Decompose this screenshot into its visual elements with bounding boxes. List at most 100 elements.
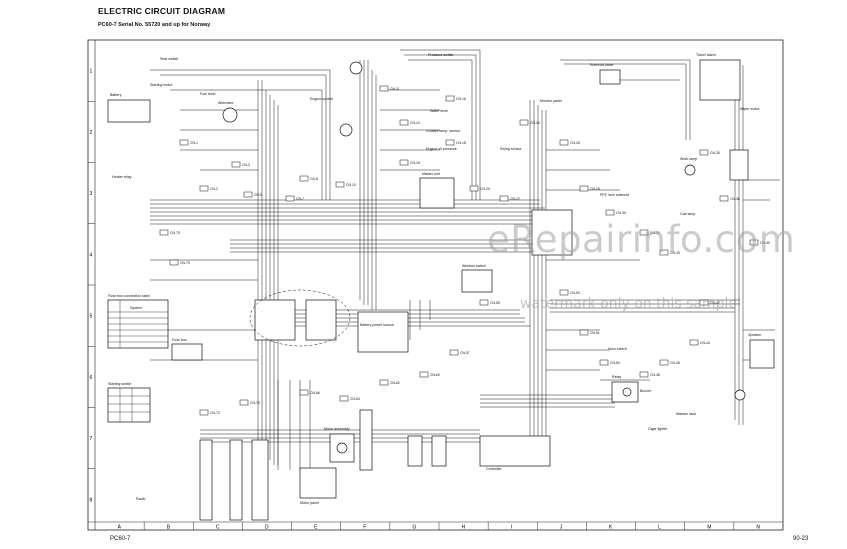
connector-label: CN-79: [170, 231, 180, 235]
battery-box: [107, 99, 151, 123]
grid-row-label: 6: [90, 375, 93, 381]
connector-symbol: [699, 299, 709, 306]
gauge-symbol: [339, 123, 353, 137]
grid-column-label: N: [756, 525, 760, 531]
connector-label: CN-28: [590, 187, 600, 191]
connector-label: CN-10: [346, 183, 356, 187]
connector-symbol: [335, 181, 345, 188]
grid-column-label: H: [462, 525, 466, 531]
harness-block-left: [254, 299, 296, 341]
label-battery: Battery: [110, 93, 122, 97]
grid-column-label: D: [265, 525, 269, 531]
label-radio: Radio: [136, 497, 145, 501]
battery-power-source-box: [357, 311, 409, 353]
connector-symbol: [449, 349, 459, 356]
label-engine-control: Engine control: [310, 97, 333, 101]
connector-symbol: [749, 239, 759, 246]
connector-symbol: [519, 119, 529, 126]
harness-upper: [150, 199, 555, 225]
label-window-switch: Window switch: [462, 264, 486, 268]
connector-label: CN-38: [730, 197, 740, 201]
grid-column-label: B: [167, 525, 171, 531]
connector-label: CN-2: [210, 187, 218, 191]
master-unit-box: [419, 177, 455, 209]
connector-symbol: [559, 289, 569, 296]
connector-symbol: [379, 379, 389, 386]
fuse-box-block: [171, 343, 203, 361]
label-fuel-level: Fuel level: [200, 92, 216, 96]
alternator-symbol: [222, 107, 238, 123]
component-right-lower: [749, 339, 775, 369]
label-monitor-panel: Monitor panel: [540, 99, 562, 103]
grid-column-label: A: [118, 525, 122, 531]
connector-label: CN-7: [296, 197, 304, 201]
label-work-lamp: Work lamp: [680, 157, 697, 161]
harness-branch-c: [546, 149, 640, 261]
connector-label: CN-13: [410, 121, 420, 125]
label-fuse-table-title: Fuse box connection table: [108, 294, 150, 298]
harness-top-center: [400, 49, 481, 200]
grid-column-label: I: [511, 525, 512, 531]
label-cigar-lighter: Cigar lighter: [648, 427, 668, 431]
motor-panel-box: [299, 467, 337, 499]
label-oil-pressure: Engine oil pressure: [426, 147, 457, 151]
label-motor-assembly: Motor assembly: [324, 427, 350, 431]
connector-label: CN-51: [590, 331, 600, 335]
connector-label: CN-22: [510, 197, 520, 201]
connector-symbol: [639, 371, 649, 378]
connector-symbol: [169, 259, 179, 266]
component-right-mid: [729, 149, 749, 181]
connector-markers: CN-1CN-2CN-3CN-5CN-7CN-8CN-10CN-11CN-13C…: [159, 85, 770, 416]
connector-symbol: [399, 119, 409, 126]
connector-label: CN-66: [310, 391, 320, 395]
harness-upper-2: [230, 239, 540, 253]
grid-column-label: E: [314, 525, 318, 531]
fuse-table-grid: [108, 300, 168, 348]
grid-row-label: 8: [90, 497, 93, 503]
connector-symbol: [243, 191, 253, 198]
controller-box: [479, 435, 551, 467]
vertical-module-6: [431, 435, 447, 467]
connector-symbol: [699, 149, 709, 156]
label-horn-switch: Horn switch: [608, 347, 627, 351]
harness-branch-e: [743, 179, 780, 361]
footer-model: PC60-7: [110, 536, 131, 542]
connector-symbol: [559, 139, 569, 146]
label-swing-sensor: Swing sensor: [500, 147, 522, 151]
harness-trunk-center: [359, 60, 377, 310]
grid-column-label: F: [363, 525, 366, 531]
harness-trunk-right-2: [734, 60, 744, 425]
grid-row-label: 3: [90, 191, 93, 197]
connector-group-outline: [249, 289, 351, 347]
harness-trunk-right: [529, 100, 547, 460]
connector-label: CN-70: [250, 401, 260, 405]
connector-symbol: [299, 389, 309, 396]
grid-column-label: J: [560, 525, 563, 531]
harness-branch-h: [409, 300, 431, 340]
connector-label: CN-64: [350, 397, 360, 401]
connector-symbol: [299, 175, 309, 182]
connector-label: CN-26: [570, 141, 580, 145]
label-solenoid: Solenoid valve: [590, 63, 613, 67]
connector-symbol: [605, 209, 615, 216]
connector-label: CN-8: [310, 177, 318, 181]
harness-branch-d: [546, 329, 650, 381]
connector-label: CN-42: [710, 301, 720, 305]
connector-label: CN-33: [670, 251, 680, 255]
grid-row-label: 4: [90, 252, 93, 258]
component-right-top: [699, 59, 741, 101]
connector-symbol: [659, 249, 669, 256]
connector-label: CN-53: [570, 291, 580, 295]
motor-symbol: [336, 442, 348, 454]
label-alternator: Alternator: [218, 101, 234, 105]
connector-symbol: [445, 139, 455, 146]
connector-symbol: [659, 359, 669, 366]
connector-symbol: [579, 329, 589, 336]
label-master-unit: Master unit: [422, 172, 440, 176]
grid-column-label: C: [216, 525, 220, 531]
connector-label: CN-46: [670, 361, 680, 365]
harness-branch-f: [150, 259, 258, 361]
label-coolant-temp: Coolant temp. sensor: [426, 129, 461, 133]
